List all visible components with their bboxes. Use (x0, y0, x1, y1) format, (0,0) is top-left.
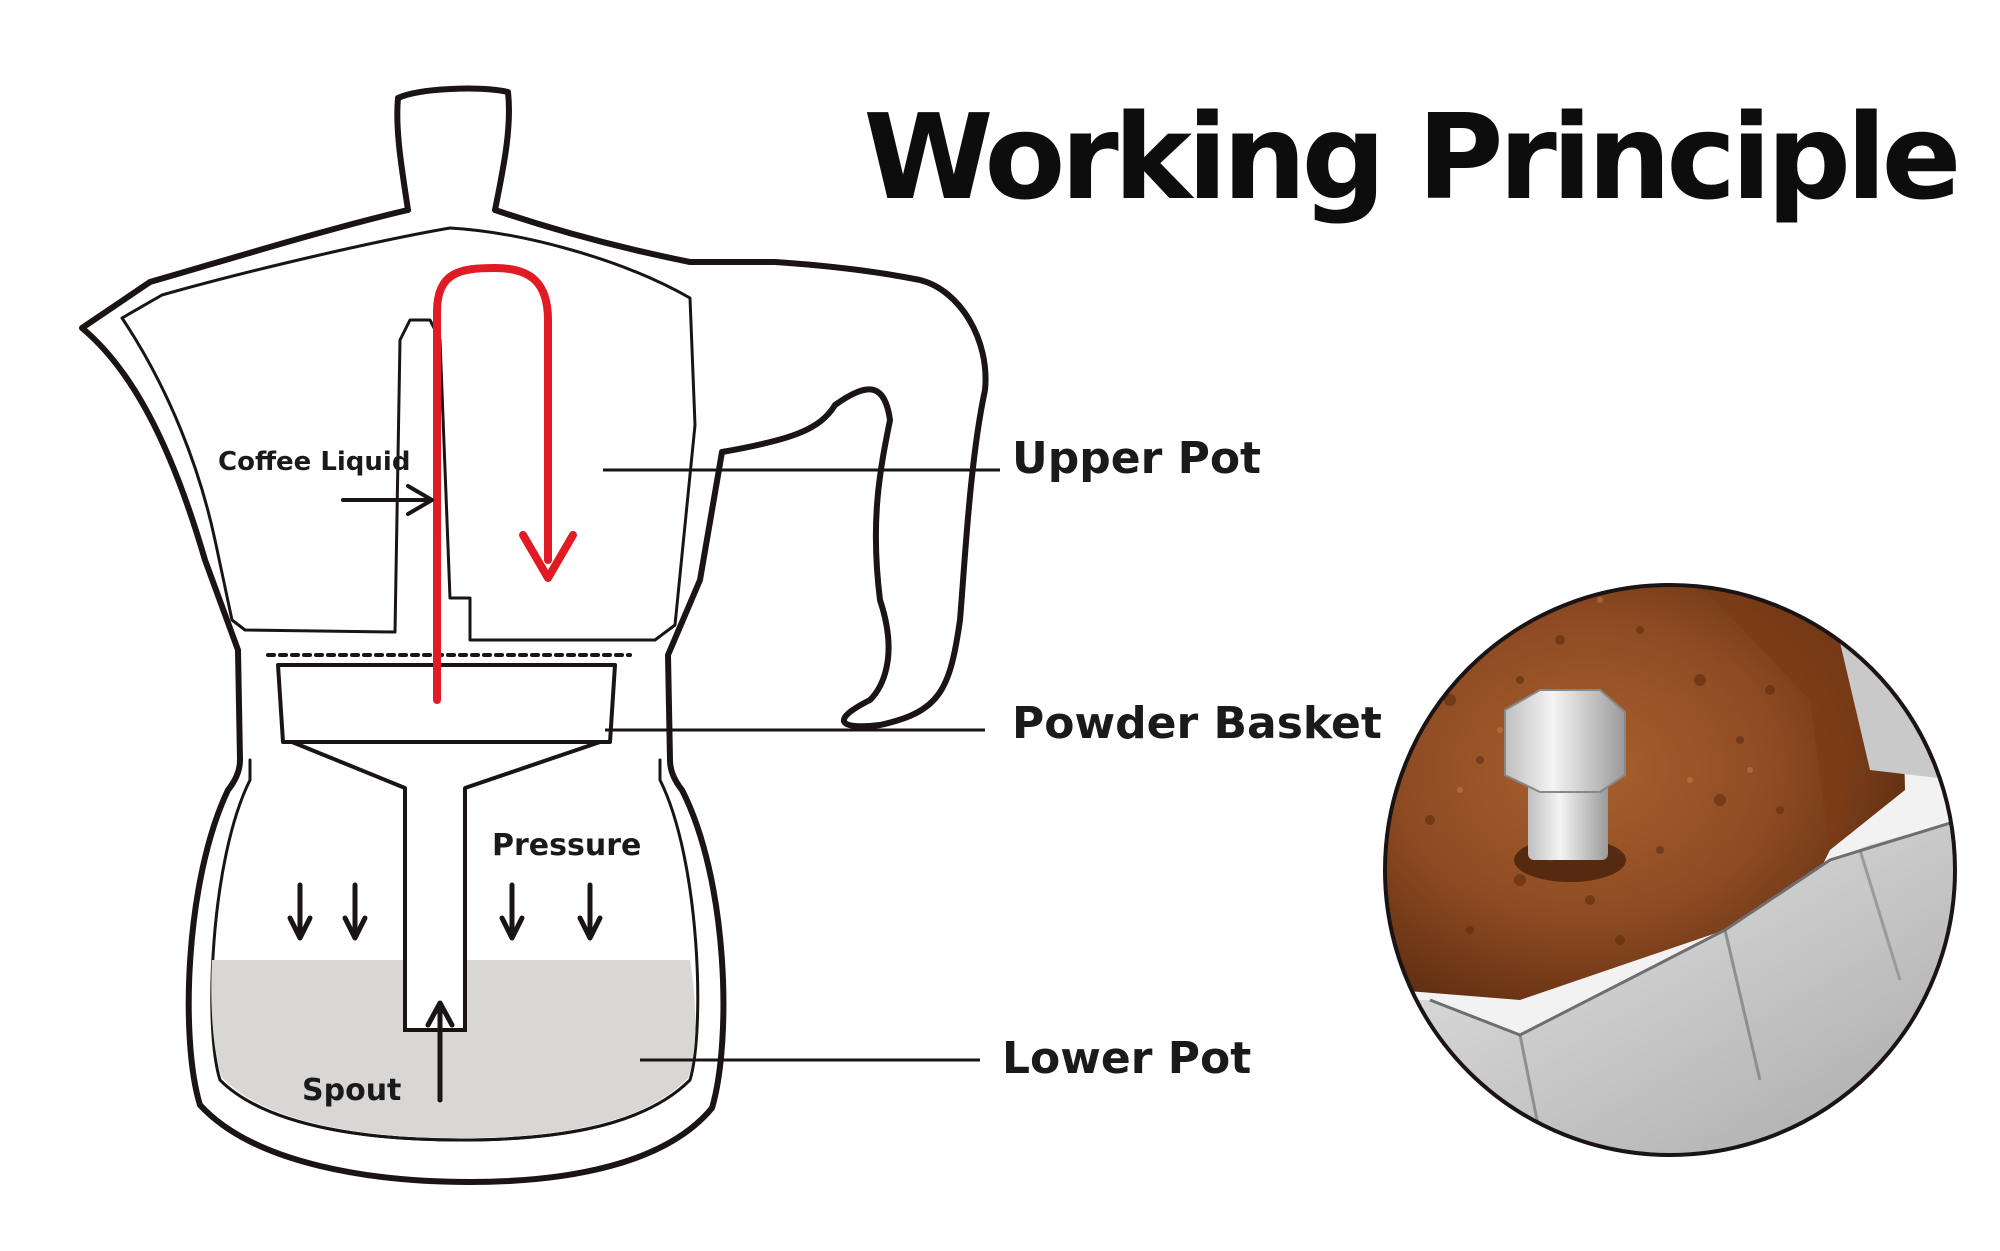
brewed-coffee-photo (1383, 583, 1957, 1157)
label-powder-basket: Powder Basket (1012, 698, 1382, 749)
coffee-flow-arrow (433, 264, 577, 704)
page-title: Working Principle (863, 88, 1956, 226)
powder-basket (276, 663, 617, 744)
spout-up-arrow (425, 1000, 455, 1103)
leader-lines (603, 468, 1000, 1062)
water-level (211, 960, 696, 1138)
label-pressure: Pressure (492, 828, 641, 863)
lower-pot-bottom-redraw (218, 1078, 692, 1142)
lid-knob (394, 85, 512, 213)
pressure-arrows (287, 882, 603, 941)
label-lower-pot: Lower Pot (1002, 1033, 1251, 1084)
label-coffee-liquid: Coffee Liquid (218, 447, 410, 477)
spout-tube-redraw (403, 960, 467, 1032)
label-spout: Spout (302, 1073, 401, 1108)
pot-outer-outline (79, 207, 989, 1185)
coffee-liquid-arrow (341, 484, 434, 516)
upper-pot-inner (120, 226, 697, 642)
label-upper-pot: Upper Pot (1012, 433, 1261, 484)
